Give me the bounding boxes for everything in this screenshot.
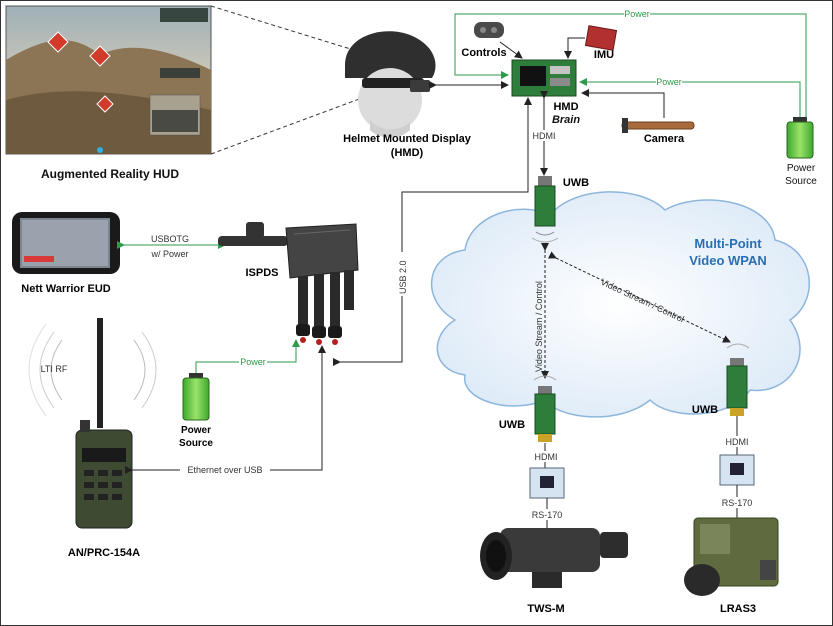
imu-label: IMU [594, 49, 614, 61]
power-source-left-line2: Source [179, 438, 213, 449]
cloud-title-line1: Multi-Point [694, 236, 762, 251]
usb20-label: USB 2.0 [398, 260, 408, 294]
ethernet-label: Ethernet over USB [187, 465, 262, 475]
hmd-label-line2: (HMD) [391, 147, 424, 159]
converter-left-board [529, 467, 565, 499]
uwb-right-label: UWB [692, 404, 718, 416]
camera-label: Camera [644, 133, 685, 145]
power-left-label: Power [240, 357, 266, 367]
helmet-icon [345, 31, 436, 138]
video-diagonal-link [547, 251, 731, 343]
power-source-top-line2: Source [785, 176, 817, 187]
hud-callout-bottom [210, 94, 371, 155]
imu-link [564, 37, 585, 59]
ispds-hub [218, 222, 359, 345]
usbotg-label-line1: USBOTG [151, 234, 189, 244]
uwb-right-module [726, 343, 750, 416]
rf-label: LTI RF [41, 364, 68, 374]
hud-title: Augmented Reality HUD [41, 167, 179, 181]
rs170-left-label: RS-170 [532, 510, 563, 520]
hdmi-right-label: HDMI [726, 437, 749, 447]
controls-label: Controls [461, 47, 506, 59]
power-source-left-line1: Power [181, 425, 211, 436]
power-mid-label: Power [656, 77, 682, 87]
uwb-top-label: UWB [563, 177, 589, 189]
uwb-left-module [533, 375, 557, 442]
ethernet-link [125, 345, 326, 474]
power-source-top-line1: Power [787, 163, 816, 174]
controls-device [474, 22, 504, 38]
hdmi-top-label: HDMI [533, 131, 556, 141]
rs170-right-label: RS-170 [722, 498, 753, 508]
video-vertical-label: Video Stream / Control [534, 281, 544, 372]
uwb-left-label: UWB [499, 419, 525, 431]
controls-link [499, 41, 523, 59]
converter-right-board [719, 454, 755, 486]
hdmi-left-label: HDMI [535, 452, 558, 462]
radio-label: AN/PRC-154A [68, 547, 140, 559]
battery-top-icon [786, 117, 814, 159]
lras3-device [684, 517, 779, 596]
lras-label: LRAS3 [720, 603, 756, 615]
nett-warrior-phone [12, 212, 120, 274]
wpan-cloud: Multi-Point Video WPAN [430, 191, 811, 418]
battery-left-icon [182, 373, 210, 421]
uwb-top-module [531, 176, 559, 243]
power-line-top [454, 13, 807, 118]
power-line-mid [579, 78, 801, 122]
tws-thermal-sight [480, 528, 628, 588]
tws-label: TWS-M [527, 603, 564, 615]
hmd-brain-board [511, 59, 577, 97]
ar-hud-image: Augmented Reality HUD [5, 5, 212, 181]
usb20-link [333, 97, 532, 366]
camera-link [581, 89, 665, 118]
radio-handset [75, 318, 133, 529]
hmd-label-line1: Helmet Mounted Display [343, 133, 472, 145]
camera-device [621, 118, 695, 133]
hud-callout-top [210, 5, 371, 56]
cloud-title-line2: Video WPAN [689, 253, 767, 268]
usbotg-label-line2: w/ Power [150, 249, 188, 259]
imu-device [584, 25, 618, 51]
brain-label-line2: Brain [552, 114, 580, 126]
ispds-label: ISPDS [245, 267, 278, 279]
brain-label-line1: HMD [553, 101, 578, 113]
nett-warrior-label: Nett Warrior EUD [21, 283, 110, 295]
power-top-label: Power [624, 9, 650, 19]
